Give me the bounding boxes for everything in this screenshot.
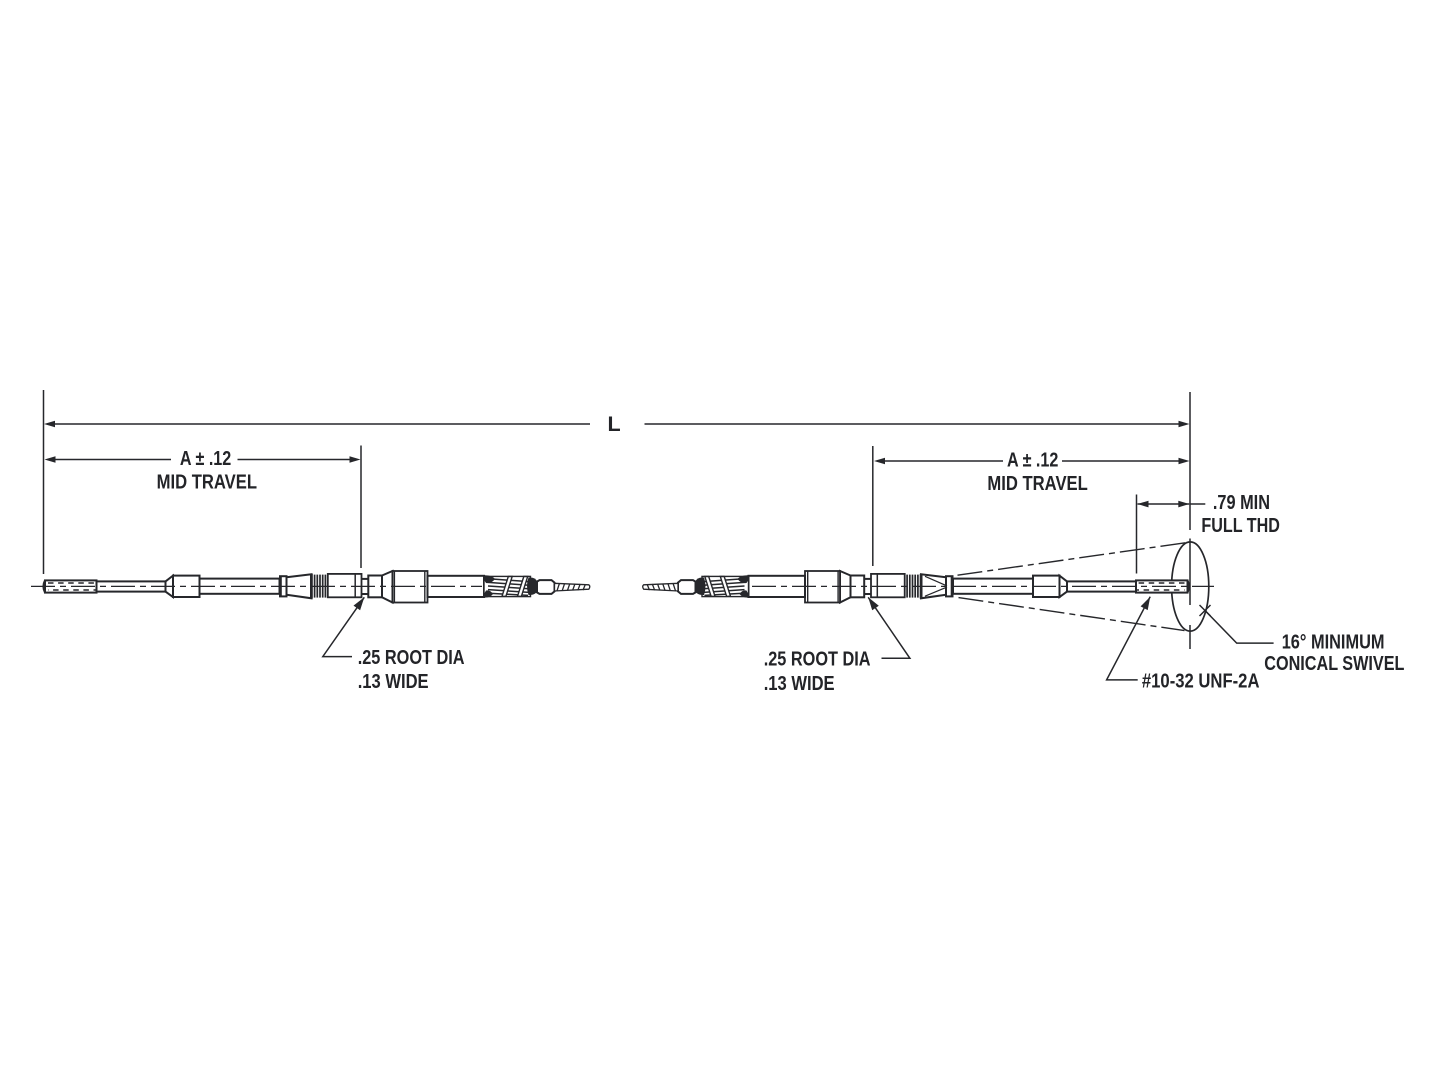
svg-text:L: L [608,412,621,436]
svg-text:.13 WIDE: .13 WIDE [358,671,429,693]
svg-text:MID TRAVEL: MID TRAVEL [157,471,257,493]
svg-text:.79 MIN: .79 MIN [1213,492,1270,514]
svg-text:.25 ROOT DIA: .25 ROOT DIA [358,647,465,669]
svg-text:A ± .12: A ± .12 [1007,449,1058,471]
svg-text:.13 WIDE: .13 WIDE [764,673,835,695]
svg-text:A ± .12: A ± .12 [180,448,231,470]
svg-text:16° MINIMUM: 16° MINIMUM [1282,632,1385,654]
svg-text:CONICAL SWIVEL: CONICAL SWIVEL [1264,653,1404,675]
svg-text:MID TRAVEL: MID TRAVEL [987,473,1087,495]
svg-text:.25 ROOT DIA: .25 ROOT DIA [764,649,871,671]
svg-text:#10-32 UNF-2A: #10-32 UNF-2A [1142,671,1260,693]
svg-text:FULL THD: FULL THD [1201,515,1280,537]
